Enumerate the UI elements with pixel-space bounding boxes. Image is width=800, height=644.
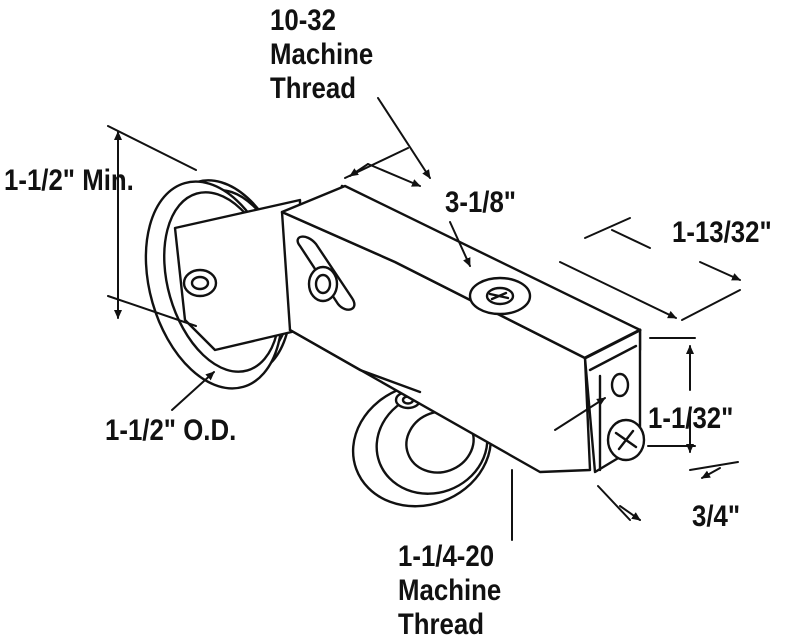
end-adjust-screw: [606, 372, 646, 462]
wheel-min-dimension-label: 1-1/2" Min.: [4, 164, 134, 197]
width-dimension-label: 1-13/32": [672, 216, 772, 249]
dimension-lines: [107, 125, 741, 521]
depth-dimension-label: 3/4": [692, 500, 741, 533]
top-threaded-hole: [468, 276, 532, 316]
top-thread-label: 10-32 Machine Thread: [270, 4, 373, 106]
bottom-thread-line-3: Thread: [398, 608, 485, 641]
height-dimension-label: 1-1/32": [648, 402, 734, 435]
adjust-slot: [296, 235, 356, 311]
wheel-od-dimension-label: 1-1/2" O.D.: [105, 414, 237, 447]
leader-lines: [171, 97, 606, 541]
bottom-thread-label: 1-1/4-20 Machine Thread: [398, 540, 501, 642]
top-thread-line-1: 10-32: [270, 4, 336, 37]
bottom-thread-line-2: Machine: [398, 574, 502, 607]
bottom-thread-line-1: 1-1/4-20: [398, 540, 495, 573]
length-dimension-label: 3-1/8": [445, 186, 517, 219]
top-thread-line-2: Machine: [270, 38, 374, 71]
left-side-plate: [173, 198, 302, 352]
top-thread-line-3: Thread: [270, 72, 357, 105]
